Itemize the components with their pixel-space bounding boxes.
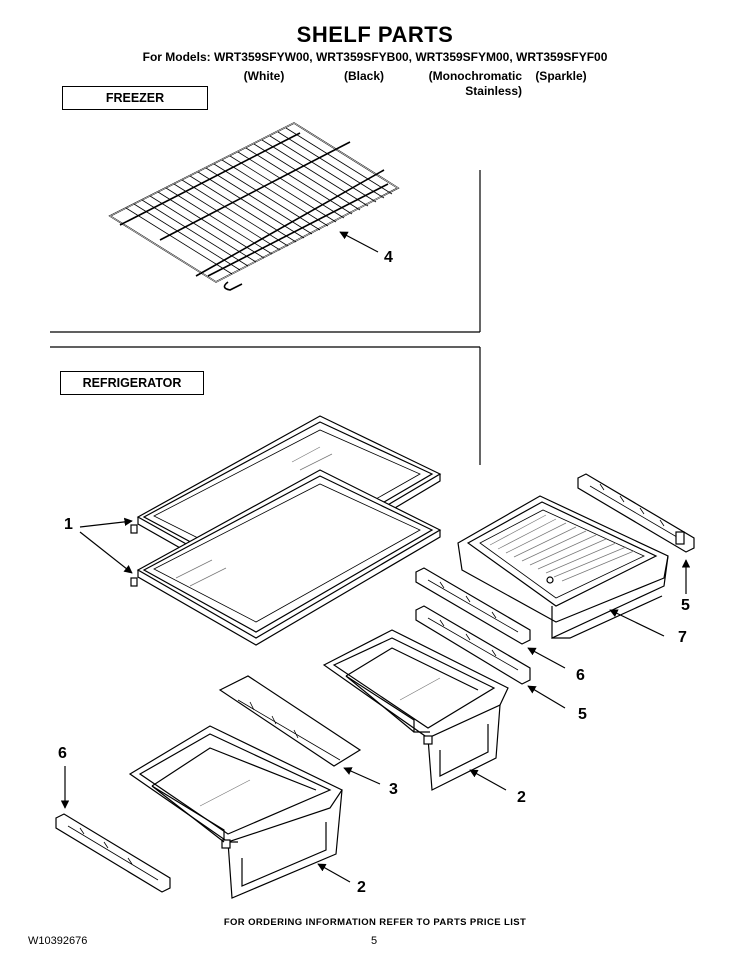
leader-2-right (469, 769, 507, 791)
variant-monochromatic-stainless: (Monochromatic Stainless) (428, 69, 522, 98)
callout-4: 4 (384, 249, 393, 266)
leader-7 (609, 609, 665, 637)
refrigerator-section-label: REFRIGERATOR (60, 371, 204, 395)
variant-white: (White) (243, 69, 285, 83)
document-number: W10392676 (28, 935, 88, 947)
deli-drawer-ribs (489, 514, 635, 582)
callout-3: 3 (389, 781, 398, 798)
leader-5-center (527, 685, 566, 709)
callout-5-right: 5 (681, 597, 690, 614)
drawer-cover (218, 675, 362, 767)
leader-1a (79, 517, 133, 528)
callout-6-center: 6 (576, 667, 585, 684)
freezer-section-label: FREEZER (62, 86, 208, 110)
callout-2-right: 2 (517, 789, 526, 806)
rail-center-lower (415, 605, 531, 685)
leader-1b (79, 531, 133, 574)
freezer-wire-shelf (108, 122, 400, 291)
leader-3 (343, 767, 381, 785)
glass-shelf-lower (130, 469, 442, 646)
models-line: For Models: WRT359SFYW00, WRT359SFYB00, … (142, 50, 608, 64)
crisper-rail-right (577, 473, 695, 553)
rail-center-upper (415, 567, 531, 645)
callout-7: 7 (678, 629, 687, 646)
callout-leaders (60, 231, 691, 883)
callout-1: 1 (64, 516, 73, 533)
deli-drawer (457, 495, 669, 639)
crisper-drawer-left (128, 725, 343, 899)
page-title: SHELF PARTS (296, 22, 454, 47)
callout-6-left: 6 (58, 745, 67, 762)
crisper-drawer-right (322, 629, 509, 791)
variant-black: (Black) (343, 69, 384, 83)
leader-2-left (317, 863, 351, 883)
refrigerator-section-divider (50, 346, 481, 465)
leader-4 (339, 231, 379, 253)
callout-5-center: 5 (578, 706, 587, 723)
page-number: 5 (371, 935, 378, 947)
rail-left (55, 813, 171, 893)
leader-6-center (527, 647, 566, 669)
freezer-section-divider (50, 170, 481, 333)
callout-2-left: 2 (357, 879, 366, 896)
ordering-note: FOR ORDERING INFORMATION REFER TO PARTS … (223, 917, 527, 928)
variant-sparkle: (Sparkle) (535, 69, 587, 83)
